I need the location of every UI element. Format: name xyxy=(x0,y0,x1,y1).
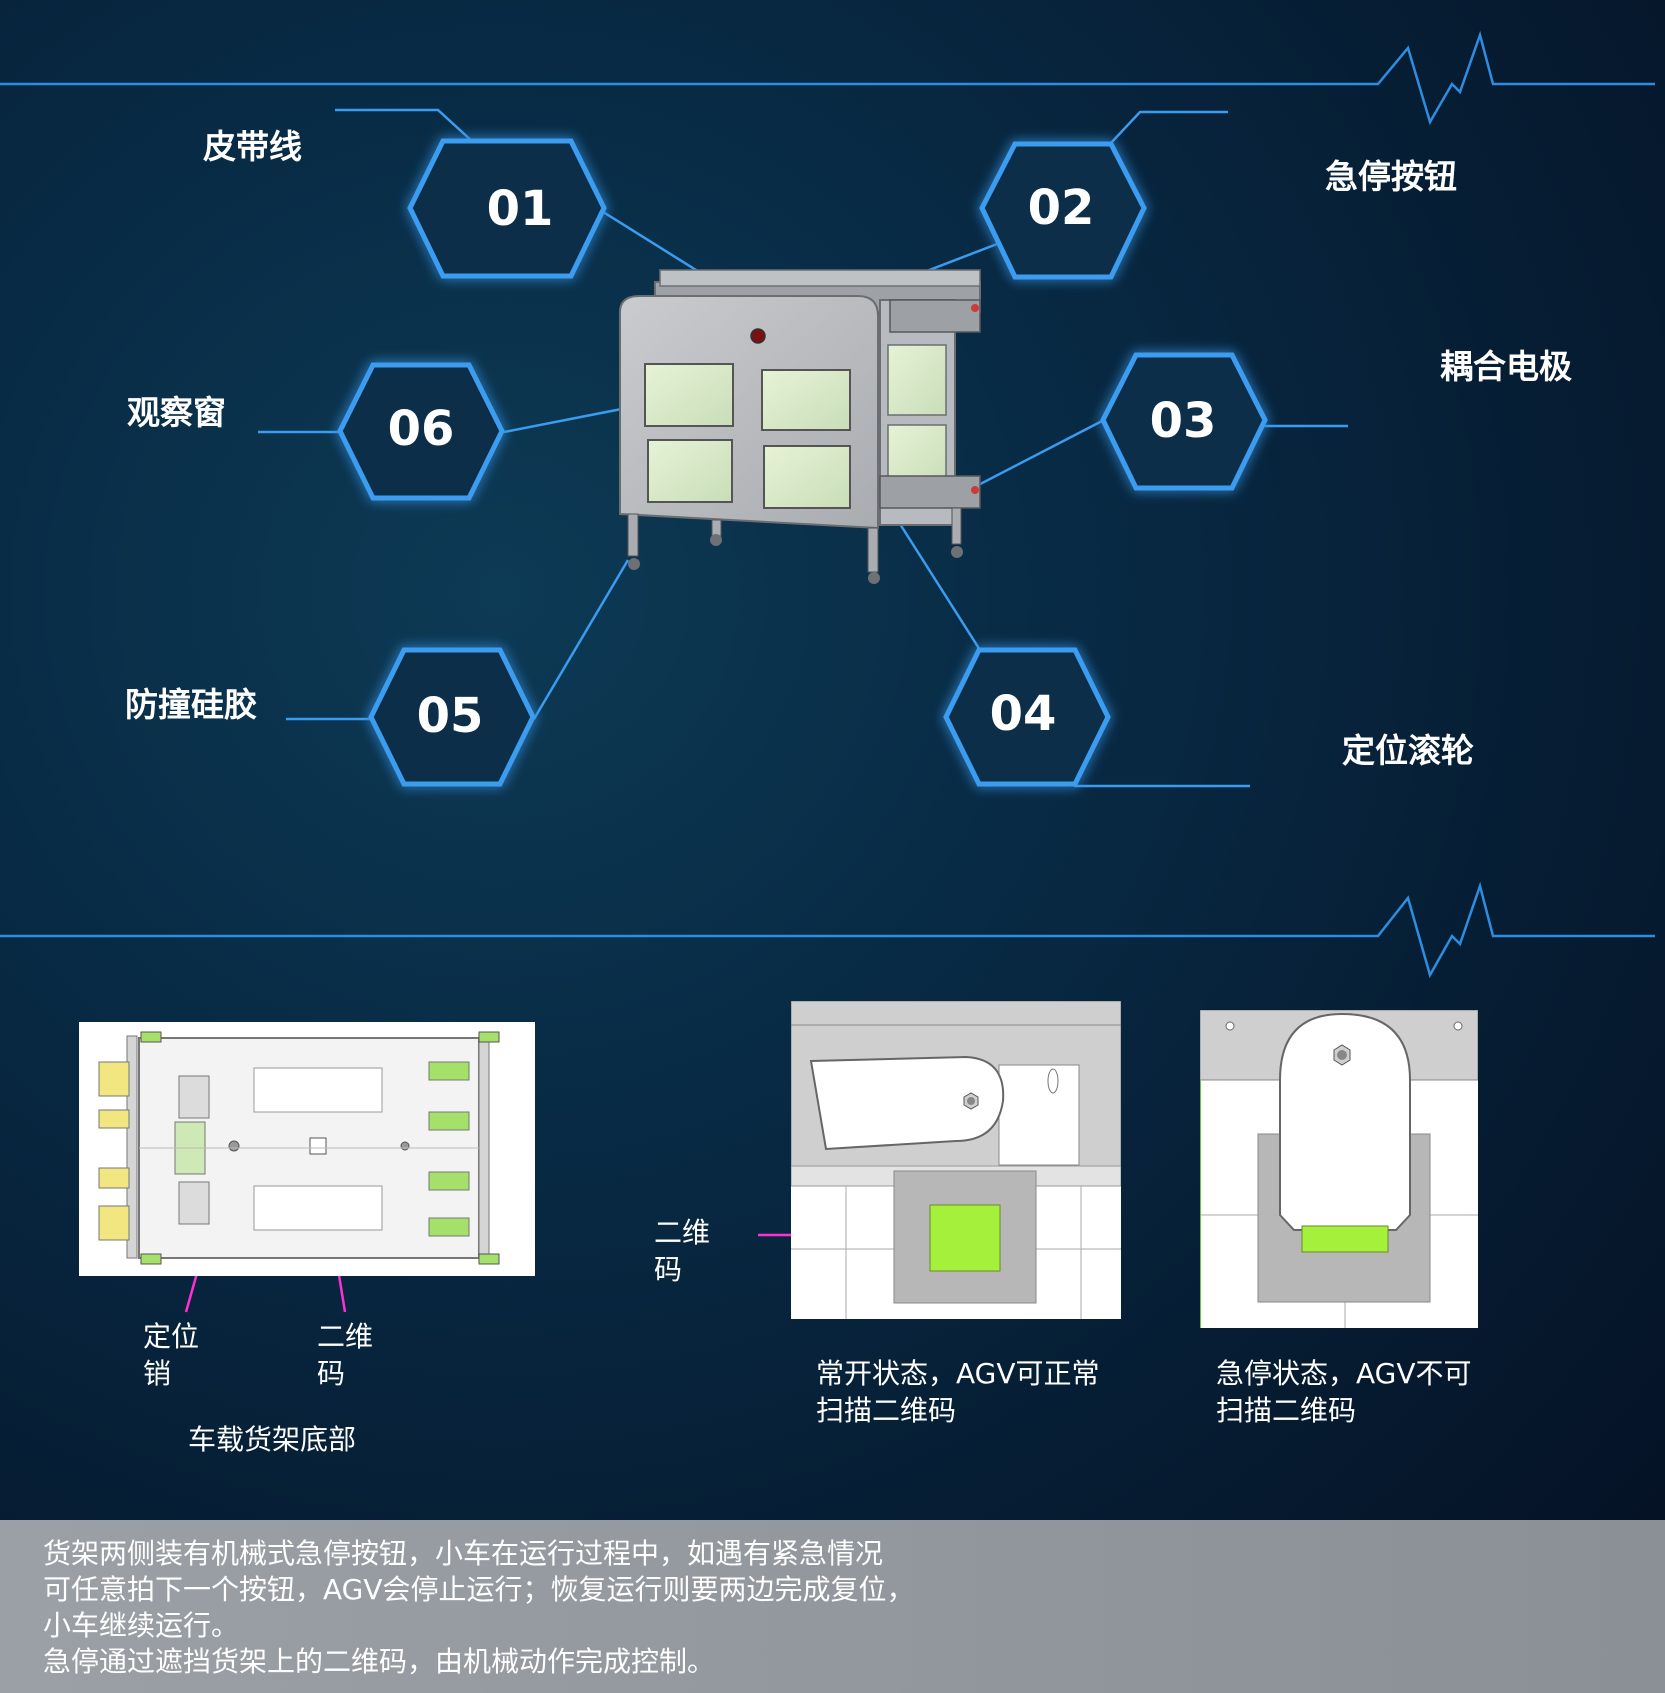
bottom-view-caption: 车载货架底部 xyxy=(188,1423,357,1456)
hexagon-num-04: 04 xyxy=(990,686,1057,742)
callout-label-03: 耦合电极 xyxy=(1440,347,1572,386)
hexagon-num-03: 03 xyxy=(1150,393,1217,449)
heartbeat-line-middle xyxy=(0,881,1655,979)
callout-label-02: 急停按钮 xyxy=(1325,157,1457,196)
description-line-2: 可任意拍下一个按钮，AGV会停止运行；恢复运行则要两边完成复位， xyxy=(43,1573,915,1606)
hexagon-03 xyxy=(1100,352,1268,491)
callout-label-05: 防撞硅胶 xyxy=(125,685,257,724)
hexagon-numbers: 01 02 03 04 05 06 xyxy=(388,180,1217,744)
connector-02 xyxy=(1109,110,1228,145)
hexagon-02 xyxy=(979,141,1147,280)
callout-label-06: 观察窗 xyxy=(127,393,226,432)
pointer-04 xyxy=(898,523,982,651)
hexagon-num-01: 01 xyxy=(487,181,554,237)
shelf-illustration xyxy=(619,269,981,584)
hexagon-06 xyxy=(337,362,505,501)
estop-button-icon xyxy=(750,328,766,344)
hexagon-num-06: 06 xyxy=(388,401,455,457)
shelf-bottom-view xyxy=(79,1022,535,1276)
description-bar: 货架两侧装有机械式急停按钮，小车在运行过程中，如遇有紧急情况 可任意拍下一个按钮… xyxy=(0,1520,1665,1693)
stop-state-caption: 急停状态，AGV不可 扫描二维码 xyxy=(1216,1357,1472,1427)
description-line-3: 小车继续运行。 xyxy=(43,1609,240,1642)
hexagon-04 xyxy=(943,647,1111,787)
qr-code-blocked xyxy=(1301,1225,1389,1253)
callout-label-04: 定位滚轮 xyxy=(1342,731,1474,770)
callout-label-01: 皮带线 xyxy=(203,127,302,166)
hexagon-05 xyxy=(368,647,536,787)
description-line-1: 货架两侧装有机械式急停按钮，小车在运行过程中，如遇有紧急情况 xyxy=(43,1537,884,1570)
bottom-label-pin: 定位 销 xyxy=(143,1320,200,1390)
hexagons xyxy=(337,138,1268,787)
stop-state-view xyxy=(1200,1010,1478,1328)
shelf-bottom-drawing xyxy=(98,1031,500,1265)
stop-state-drawing xyxy=(1200,1010,1478,1328)
hexagon-01 xyxy=(407,138,607,279)
bottom-label-qr: 二维 码 xyxy=(317,1320,374,1390)
pointer-05 xyxy=(532,559,630,720)
connector-01 xyxy=(335,108,474,143)
description-line-4: 急停通过遮挡货架上的二维码，由机械动作完成控制。 xyxy=(43,1645,716,1678)
open-state-drawing xyxy=(791,1001,1121,1319)
qr-code-visible xyxy=(929,1204,1001,1272)
heartbeat-line-top xyxy=(0,30,1655,126)
open-state-view xyxy=(791,1001,1121,1319)
hexagon-num-02: 02 xyxy=(1028,180,1095,236)
open-state-caption: 常开状态，AGV可正常 扫描二维码 xyxy=(816,1357,1100,1427)
hexagon-num-05: 05 xyxy=(417,688,484,744)
qr-pointer-label: 二维 码 xyxy=(654,1216,711,1286)
